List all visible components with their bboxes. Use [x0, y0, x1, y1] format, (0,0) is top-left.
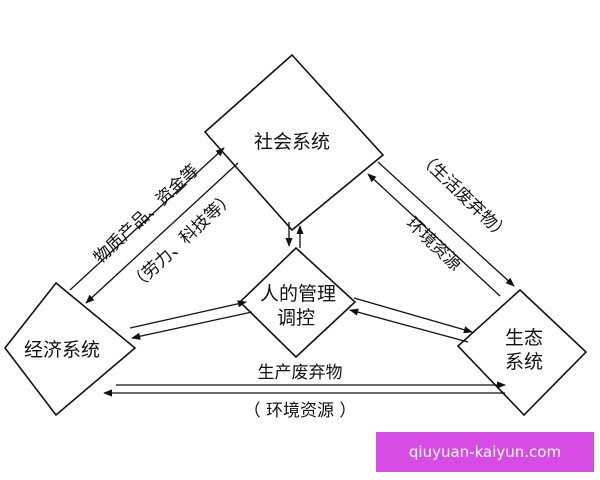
- arrow-center-to-ecology: [353, 297, 473, 334]
- society-system-box: [203, 53, 385, 232]
- watermark-text: qiuyuan-kaiyun.com: [408, 443, 562, 461]
- label-environmental-resources-right: 环境资源: [402, 214, 465, 276]
- label-production-waste: 生产废弃物: [258, 363, 343, 383]
- ecological-system-label-line1: 生态: [505, 327, 543, 349]
- society-system-label: 社会系统: [254, 131, 330, 153]
- ecological-system-label-line2: 系统: [505, 351, 543, 373]
- arrow-society-to-ecology: [377, 161, 515, 287]
- arrow-center-to-economy: [131, 311, 253, 340]
- arrow-society-to-economy: [85, 162, 239, 304]
- arrow-economy-to-society: [69, 147, 225, 291]
- arrow-ecology-to-society: [367, 173, 501, 297]
- management-control-box: [238, 246, 357, 359]
- label-material-products-funds: 物质产品、资金等: [90, 161, 203, 268]
- arrow-economy-to-center: [129, 300, 247, 329]
- label-environmental-resources-bottom: （ 环境资源 ）: [244, 401, 357, 421]
- ecological-system-box: [456, 288, 588, 417]
- management-label-line1: 人的管理: [260, 283, 336, 305]
- economic-system-box: [3, 281, 137, 417]
- arrow-ecology-to-center: [349, 308, 469, 343]
- management-label-line2: 调控: [277, 307, 315, 329]
- economic-system-label: 经济系统: [24, 339, 100, 361]
- watermark-background: [376, 432, 594, 472]
